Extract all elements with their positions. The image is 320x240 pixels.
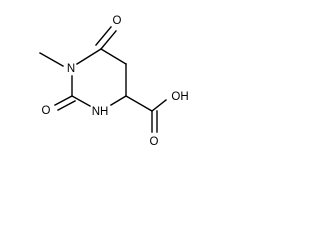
bond-c4-n3 (110, 95, 127, 106)
bond-c2-o-left-a (54, 95, 73, 106)
bond-c6-o-top-b (95, 26, 112, 46)
bond-c6-o-top-a (100, 30, 117, 50)
bond-n3-c2 (71, 95, 91, 107)
atom-label-n1: N (67, 63, 75, 75)
atom-label-n3: NH (92, 106, 109, 118)
atom-label-acid-oh: OH (171, 91, 188, 103)
bond-n1-c6 (76, 48, 102, 65)
atom-label-acid-o: O (150, 136, 159, 148)
bond-cacid-oh (151, 99, 167, 112)
bond-methyl-n1 (39, 52, 64, 67)
atom-label-o-left: O (42, 105, 51, 117)
atom-label-o-top: O (113, 15, 122, 27)
bond-c4-cacid (125, 95, 153, 112)
bond-c2-o-left-b (57, 100, 76, 111)
bond-c6-c5 (100, 48, 127, 65)
molecule-structure: N NH O O OH O (0, 0, 200, 178)
background (0, 0, 200, 178)
